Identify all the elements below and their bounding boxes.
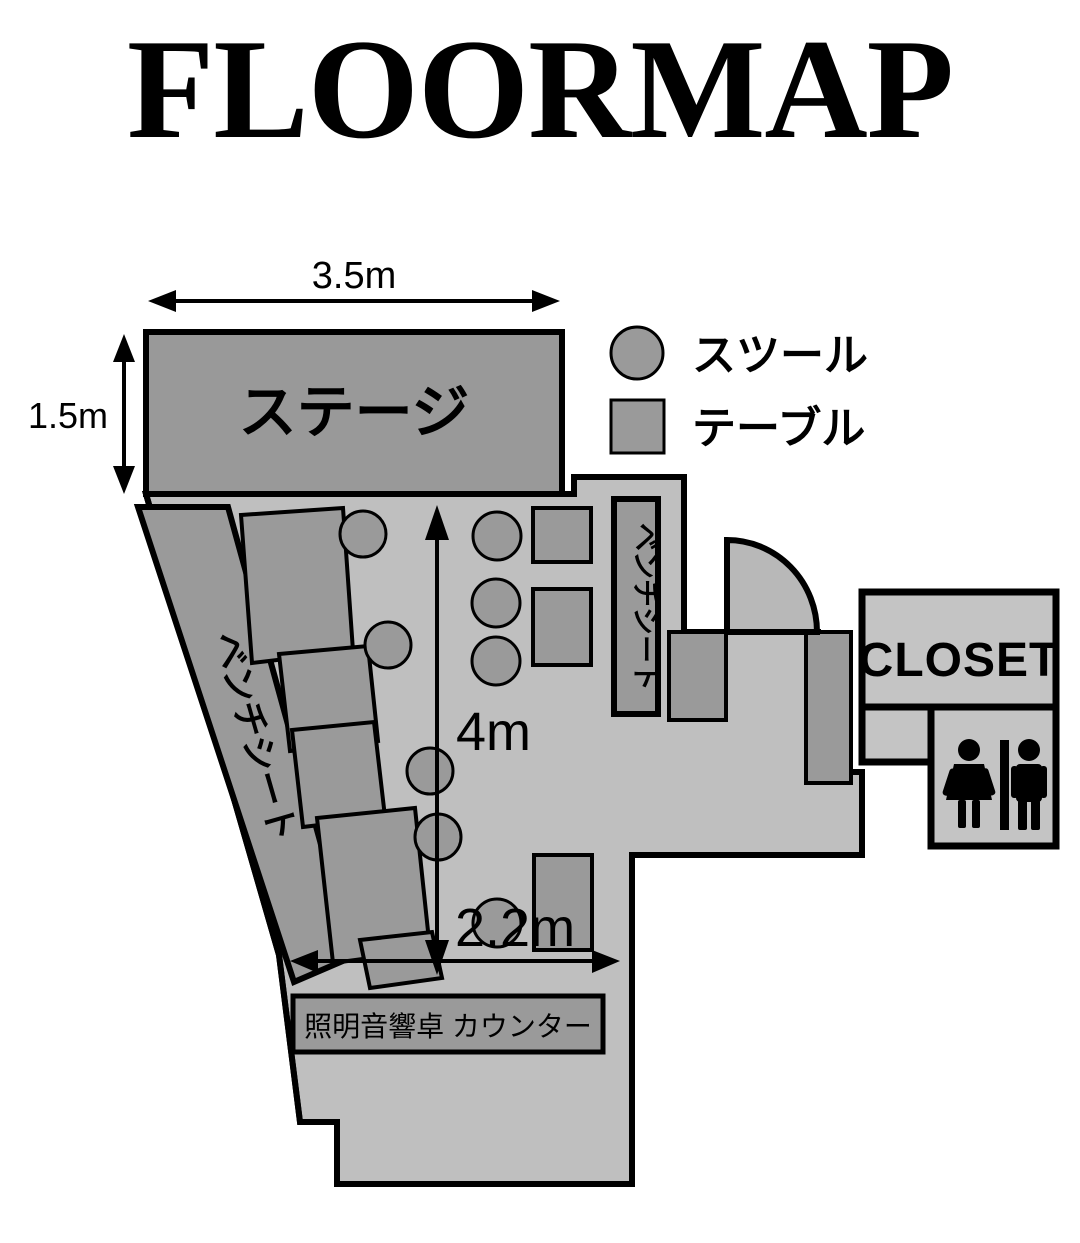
room-restroom[interactable] <box>927 703 1060 850</box>
entrance-door[interactable] <box>724 536 821 635</box>
counter-label: 照明音響卓 カウンター <box>304 1011 592 1042</box>
stage-shape <box>143 329 565 497</box>
dimension-stage-height: 1.5m <box>28 334 135 494</box>
stools-group <box>338 509 523 949</box>
dimension-label-3-5m: 3.5m <box>312 255 396 297</box>
legend-table-icon <box>609 398 666 455</box>
stool-7[interactable] <box>470 635 522 687</box>
stool-1[interactable] <box>338 509 388 559</box>
stool-3[interactable] <box>405 746 455 796</box>
table-right-3[interactable] <box>532 853 594 952</box>
stool-6[interactable] <box>470 577 522 629</box>
page-title: FLOORMAP <box>126 10 954 168</box>
partition-right <box>804 630 853 785</box>
closet-label: CLOSET <box>859 634 1060 687</box>
bench-seat-right[interactable]: ベンチシート <box>611 496 661 717</box>
stage-label: ステージ <box>239 380 470 445</box>
partition-left <box>667 630 728 722</box>
bench-seat-right-shape <box>611 496 661 717</box>
dimension-floor-depth: 4m <box>425 505 531 975</box>
stool-8[interactable] <box>471 897 523 949</box>
restroom-divider <box>1000 740 1009 830</box>
table-left-1[interactable] <box>238 505 356 666</box>
door-swing-arc <box>724 536 821 635</box>
stool-2[interactable] <box>363 620 413 670</box>
table-right-1[interactable] <box>531 506 593 564</box>
tables-right-group <box>531 506 594 952</box>
room-closet[interactable]: CLOSET <box>858 588 1060 766</box>
counter-lighting-sound[interactable]: 照明音響卓 カウンター <box>290 993 606 1055</box>
legend: スツール テーブル <box>609 325 868 455</box>
closet-shape <box>858 588 1060 711</box>
counter-shape <box>290 993 606 1055</box>
dimension-floor-width: 2.2m <box>290 898 620 973</box>
legend-table-label: テーブル <box>692 403 865 453</box>
stool-5[interactable] <box>471 510 523 562</box>
room-stage[interactable]: ステージ <box>143 329 565 497</box>
floor-outline-stroke <box>142 474 865 1187</box>
bench-seat-right-label: ベンチシート <box>630 523 661 691</box>
table-right-2[interactable] <box>531 587 593 667</box>
tables-left-row <box>238 505 445 991</box>
closet-extension <box>858 703 935 766</box>
dimension-label-4m: 4m <box>456 702 531 762</box>
restroom-female-icon <box>942 739 996 828</box>
restroom-male-icon <box>1011 739 1047 830</box>
dimension-stage-width: 3.5m <box>148 255 560 312</box>
legend-stool-label: スツール <box>692 331 868 380</box>
legend-stool-icon <box>609 325 665 381</box>
dimension-label-2-2m: 2.2m <box>455 898 575 958</box>
dimension-label-1-5m: 1.5m <box>28 395 108 436</box>
partitions-group <box>667 630 853 785</box>
